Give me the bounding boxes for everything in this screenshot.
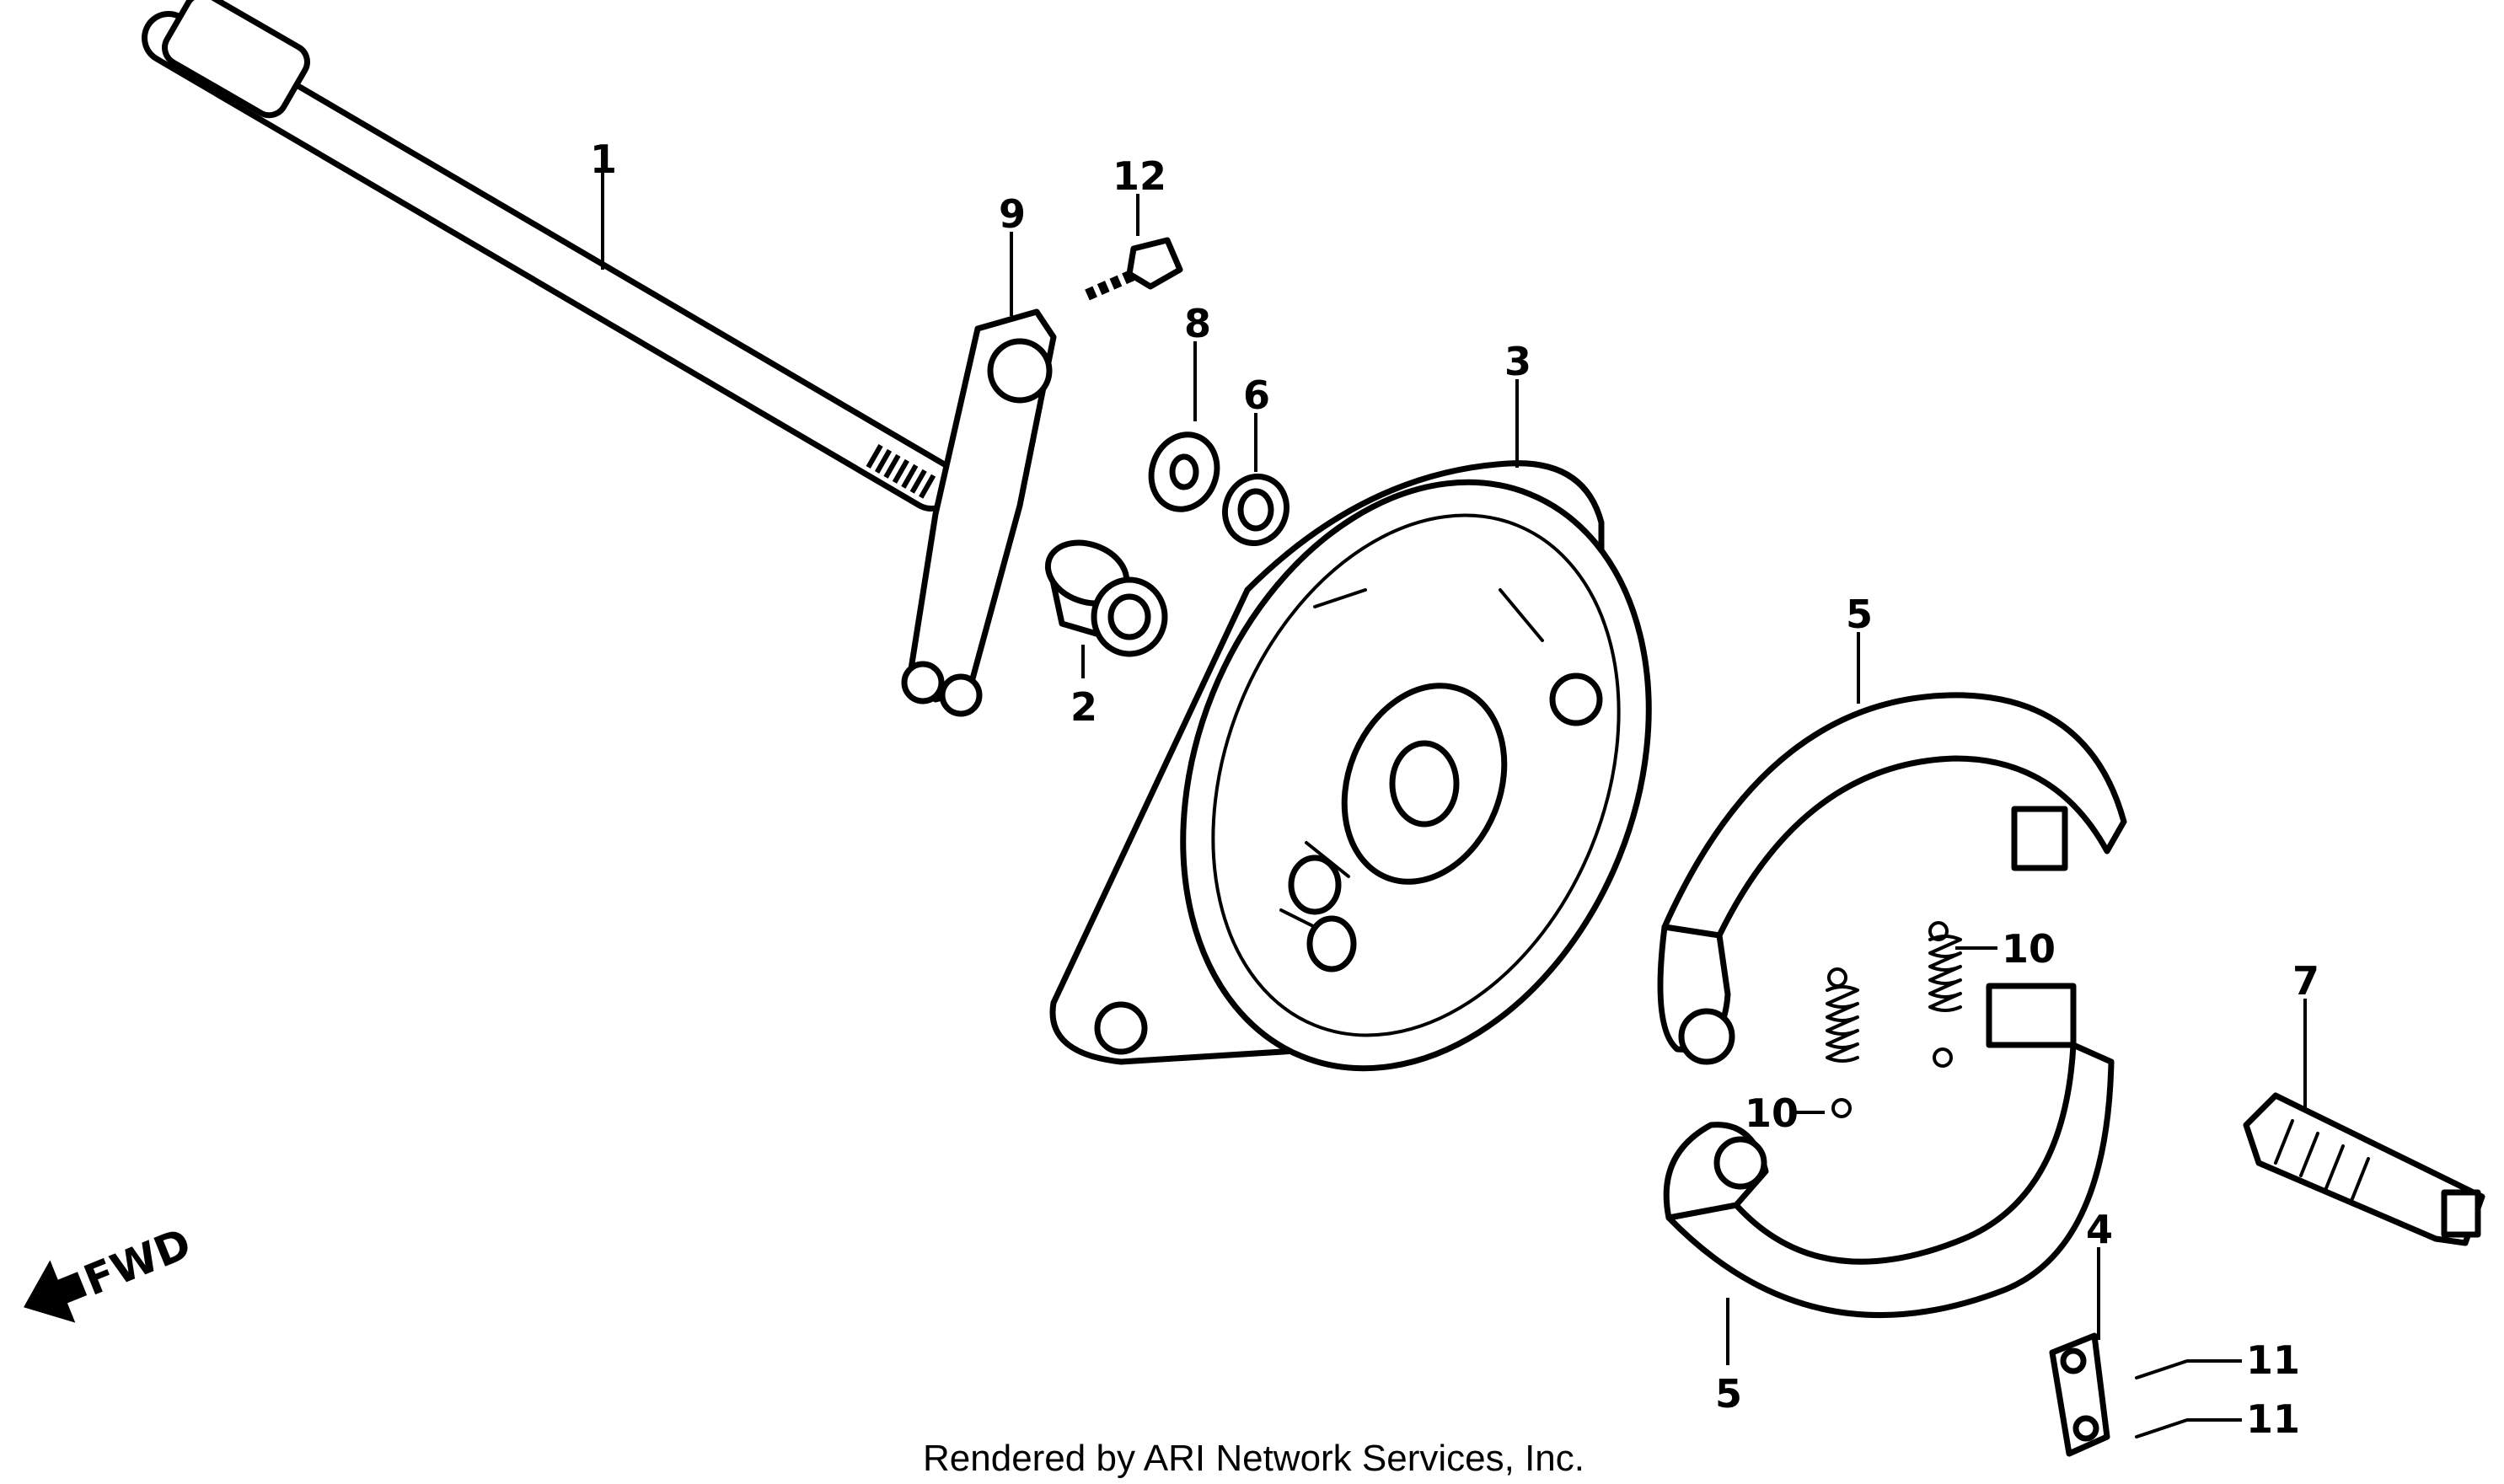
leader-lines: [601, 173, 2307, 1422]
callout-11-lower: 11: [2246, 1396, 2300, 1442]
callout-5-lower: 5: [1715, 1371, 1742, 1417]
part-7-brake-cam: [2243, 1092, 2485, 1246]
part-10-spring-upper: [1928, 921, 1962, 1068]
callout-10-lower: 10: [1745, 1090, 1799, 1136]
part-5-brake-shoe-lower: [1663, 983, 2115, 1318]
part-9-brake-arm: [901, 308, 1057, 717]
direction-indicator: FWD: [24, 1219, 198, 1323]
callout-9: 9: [999, 191, 1026, 237]
credit-text: Rendered by ARI Network Services, Inc.: [923, 1438, 1584, 1479]
callout-10-upper: 10: [2002, 926, 2056, 972]
part-5-brake-shoe-upper: [1657, 692, 2127, 1065]
callout-8: 8: [1184, 301, 1211, 346]
part-10-spring-lower: [1826, 967, 1859, 1118]
callout-3: 3: [1504, 339, 1531, 384]
callout-6: 6: [1243, 372, 1270, 418]
part-8-lock-washer: [1148, 431, 1220, 512]
arrow-left-icon: [24, 1260, 88, 1323]
callout-7: 7: [2292, 958, 2319, 1004]
part-4-plate: [2049, 1332, 2110, 1457]
callout-4: 4: [2086, 1207, 2113, 1252]
callout-2: 2: [1070, 684, 1097, 730]
part-12-bolt: [1085, 237, 1183, 301]
callout-1: 1: [590, 137, 617, 182]
part-11-cotter-pin-lower: [2135, 1418, 2189, 1438]
part-6-seal: [1222, 473, 1290, 547]
callout-12: 12: [1113, 153, 1166, 199]
part-1-axle: [142, 0, 958, 512]
callout-labels: 1 9 12 8 6 3 2 5 10 10 7 4 11 11 5: [590, 137, 2319, 1442]
callout-11-upper: 11: [2246, 1337, 2300, 1383]
direction-label: FWD: [78, 1219, 198, 1305]
part-11-cotter-pin-upper: [2135, 1359, 2189, 1380]
part-2-collar: [1044, 539, 1168, 657]
callout-5-upper: 5: [1846, 592, 1873, 637]
part-3-brake-panel: [1049, 460, 1652, 1072]
